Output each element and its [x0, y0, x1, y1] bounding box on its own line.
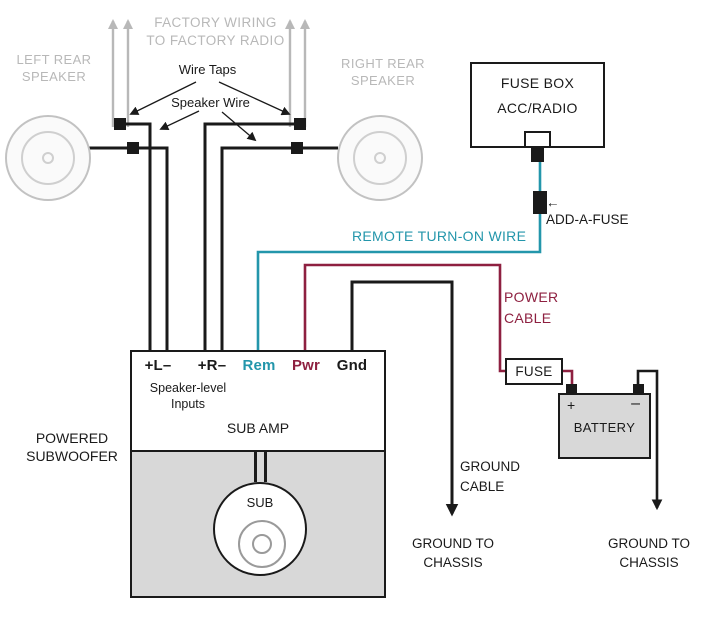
battery-label: BATTERY [573, 420, 636, 435]
fuse-box-title: FUSE BOX [500, 75, 575, 91]
add-a-fuse-label: ← ADD-A-FUSE [546, 176, 629, 229]
sub-label: SUB [246, 495, 274, 510]
battery-ground-wire [636, 369, 663, 511]
left-rear-speaker-label: LEFT REAR SPEAKER [16, 52, 92, 84]
left-rear-speaker-drawing [5, 115, 91, 201]
fuse-label: FUSE [515, 364, 553, 379]
powered-subwoofer-label: POWERED SUBWOOFER [26, 430, 118, 465]
wire-tap-squares [114, 118, 306, 154]
fuse-box-slot-label: ACC/RADIO [497, 100, 578, 116]
amp-to-sub-wire [254, 450, 257, 482]
amp-terminal-ground: Gnd [336, 357, 368, 374]
add-a-fuse-text: ADD-A-FUSE [546, 212, 629, 228]
right-rear-speaker-drawing [337, 115, 423, 201]
powered-subwoofer-box: SUB [130, 350, 386, 598]
remote-turn-on-wire-label: REMOTE TURN-ON WIRE [352, 228, 527, 244]
wire-taps-label: Wire Taps [178, 62, 237, 77]
battery-minus-terminal: – [631, 395, 640, 412]
sub-dustcap [252, 534, 272, 554]
speaker-cone [353, 131, 407, 185]
inline-fuse-box: FUSE [505, 358, 563, 385]
add-a-fuse-body [533, 191, 547, 214]
factory-wiring-label: FACTORY WIRING TO FACTORY RADIO [146, 15, 285, 48]
ground-to-chassis-right-label: GROUND TO CHASSIS [607, 536, 690, 570]
speaker-level-inputs-label: Speaker-level Inputs [149, 381, 227, 412]
speaker-dustcap [374, 152, 386, 164]
ground-to-chassis-left-label: GROUND TO CHASSIS [411, 536, 494, 570]
left-arrow-icon: ← [546, 194, 560, 210]
fuse-box-connector [531, 148, 544, 162]
label-pointer-arrows [129, 81, 291, 142]
ground-cable-label: GROUND CABLE [460, 459, 520, 494]
sub-driver: SUB [213, 482, 307, 576]
power-cable-wire [303, 263, 574, 393]
speaker-wire-label: Speaker Wire [171, 95, 250, 110]
amp-terminal-power: Pwr [291, 357, 321, 374]
amp-terminal-remote: Rem [242, 357, 276, 374]
fuse-box-tab [524, 131, 551, 148]
right-rear-speaker-label: RIGHT REAR SPEAKER [341, 56, 425, 88]
sub-amp-label: SUB AMP [226, 420, 290, 436]
sub-cone [238, 520, 286, 568]
amp-terminal-right-input: +R– [197, 357, 227, 374]
speaker-dustcap [42, 152, 54, 164]
amp-to-sub-wire [264, 450, 267, 482]
power-cable-label: POWER CABLE [504, 289, 559, 326]
speaker-cone [21, 131, 75, 185]
amp-terminal-left-input: +L– [144, 357, 172, 374]
battery-terminal-connectors [566, 384, 644, 394]
battery-box: + – BATTERY [558, 393, 651, 459]
fuse-box: FUSE BOX ACC/RADIO [470, 62, 605, 148]
speaker-wires [88, 122, 338, 351]
ground-cable-wire [350, 280, 459, 517]
battery-plus-terminal: + [567, 397, 576, 413]
